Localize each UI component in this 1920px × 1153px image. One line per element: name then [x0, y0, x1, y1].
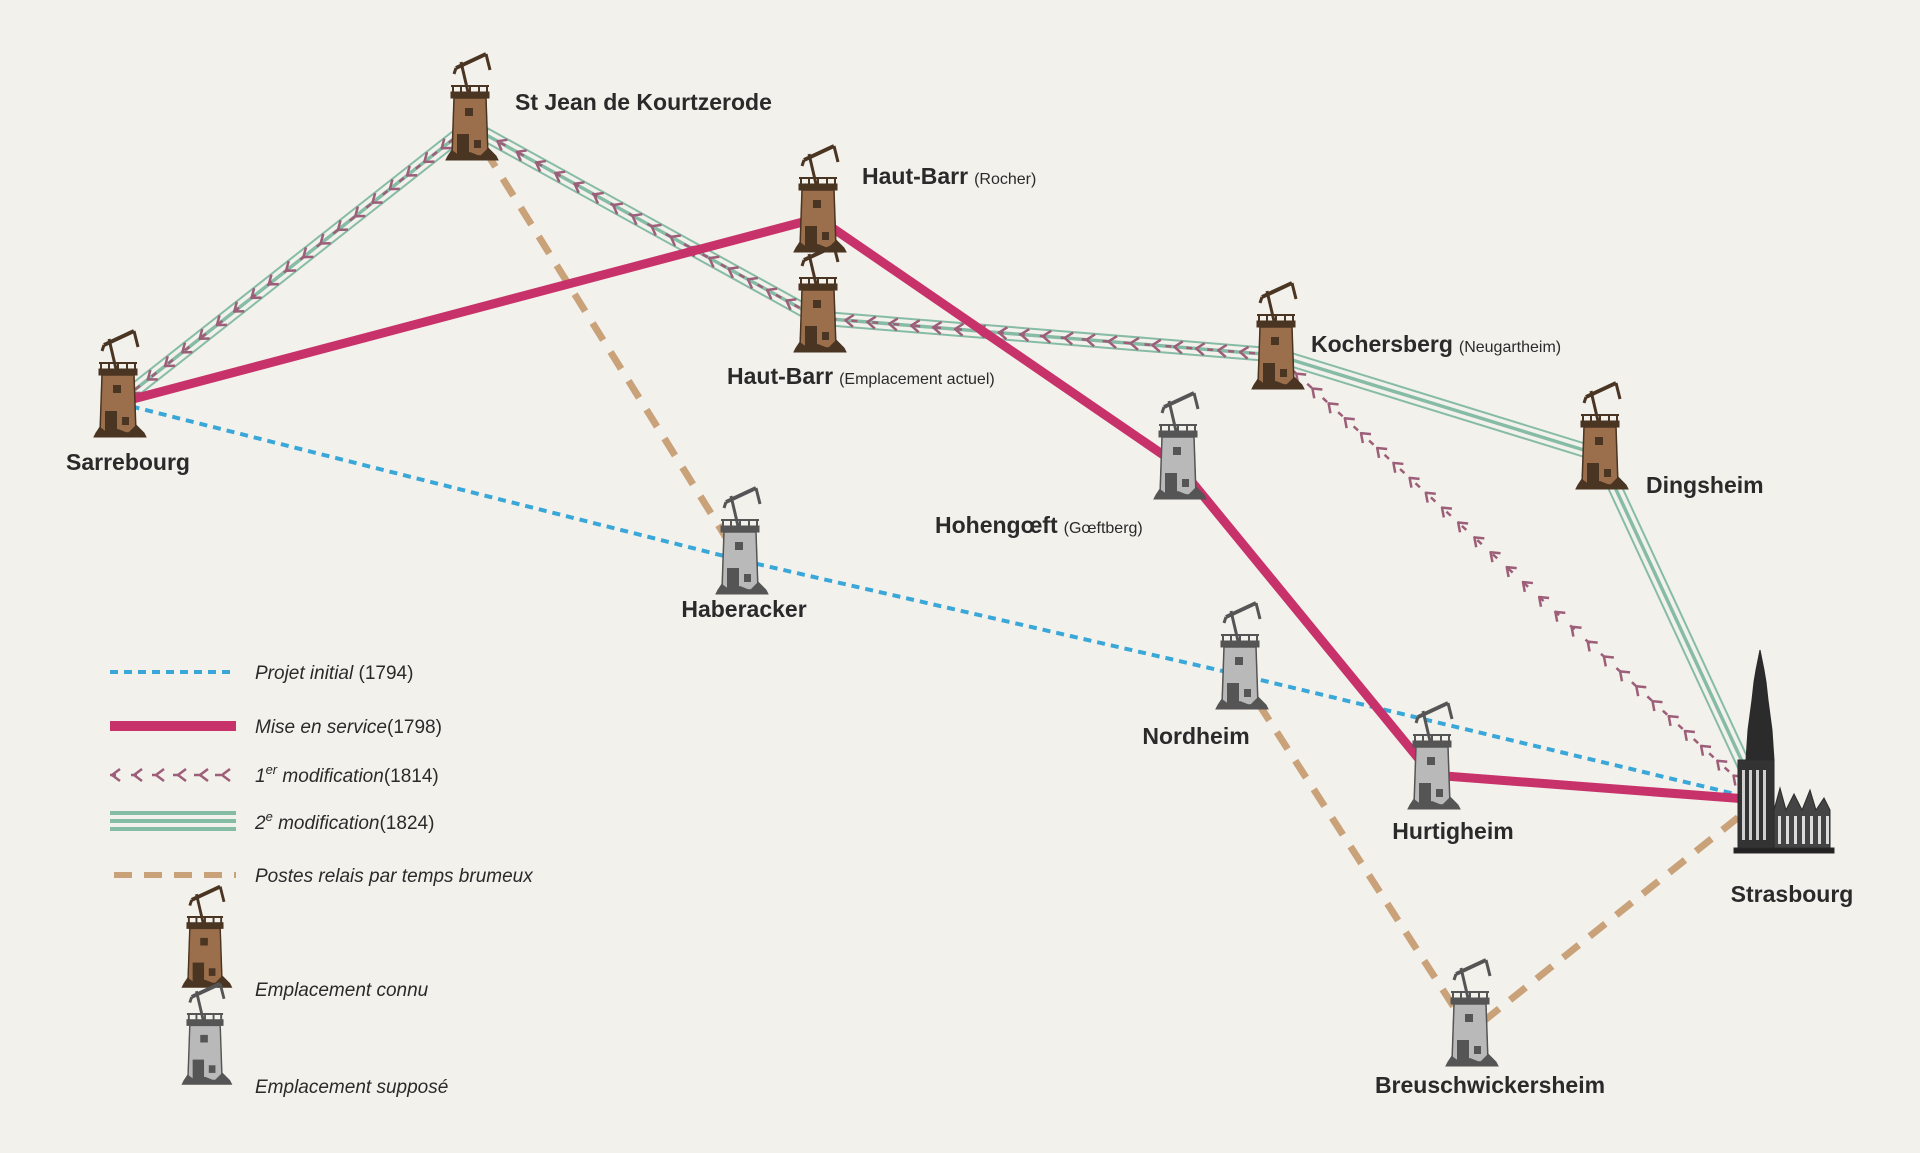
telegraph-tower-icon	[1406, 701, 1462, 811]
legend-sup-modification-1814: er	[266, 762, 278, 777]
telegraph-tower-icon	[792, 144, 848, 254]
cathedral-icon	[1733, 649, 1835, 854]
legend-label-modification-1824: modification	[273, 813, 380, 834]
legend-item-mise-en-service: Mise en service(1798)	[110, 717, 442, 738]
legend-label-modification-1814: modification	[277, 766, 384, 787]
legend-label-emplacement-connu: Emplacement connu	[255, 980, 429, 1001]
station-nordheim	[1214, 601, 1270, 711]
stations-layer	[92, 52, 1835, 1068]
routes-layer	[113, 118, 1767, 1038]
legend-label-projet-initial: Projet initial	[255, 663, 354, 684]
telegraph-tower-icon	[1152, 391, 1208, 501]
svg-text:Projet initial (1794): Projet initial (1794)	[255, 663, 413, 684]
legend-item-emplacement-suppose: Emplacement supposé	[180, 981, 448, 1098]
svg-text:Mise en service(1798): Mise en service(1798)	[255, 717, 442, 738]
svg-text:1er modification(1814): 1er modification(1814)	[255, 762, 439, 787]
legend-item-emplacement-connu: Emplacement connu	[180, 884, 429, 1001]
station-strasbourg	[1733, 649, 1835, 854]
station-breuschwickersheim	[1444, 958, 1500, 1068]
route-postes-relais-1	[115, 120, 743, 562]
legend-label-mise-en-service: Mise en service	[255, 717, 387, 738]
route-projet-initial	[117, 401, 1761, 802]
legend-date-modification-1814: (1814)	[384, 766, 439, 787]
telegraph-tower-icon	[792, 244, 848, 354]
station-sarrebourg	[92, 329, 148, 439]
legend-item-projet-initial: Projet initial (1794)	[110, 663, 413, 684]
telegraph-tower-icon	[1574, 381, 1630, 491]
legend-label-postes-relais: Postes relais par temps brumeux	[255, 866, 534, 887]
station-label-kochersberg: Kochersberg(Neugartheim)	[1311, 331, 1561, 357]
station-stjean	[444, 52, 500, 162]
station-label-haberacker: Haberacker	[681, 596, 806, 622]
legend-date-mise-en-service: (1798)	[387, 717, 442, 738]
station-label-hohengoeft: Hohengœft(Gœftberg)	[935, 512, 1143, 538]
tower-supposed-icon	[180, 981, 234, 1087]
legend-item-postes-relais: Postes relais par temps brumeux	[114, 866, 534, 887]
legend-item-modification-1814: 1er modification(1814)	[109, 762, 439, 787]
telegraph-tower-icon	[1444, 958, 1500, 1068]
route-mise-en-service	[116, 213, 1761, 805]
station-hautbarr-rocher	[792, 144, 848, 254]
tower-known-icon	[180, 884, 234, 990]
station-dingsheim	[1574, 381, 1630, 491]
station-label-hurtigheim: Hurtigheim	[1392, 818, 1513, 844]
station-label-strasbourg: Strasbourg	[1731, 881, 1854, 907]
legend-label-emplacement-suppose: Emplacement supposé	[255, 1077, 448, 1098]
legend-prefix-modification-1814: 1	[255, 766, 266, 787]
station-label-hautbarr-rocher: Haut-Barr(Rocher)	[862, 163, 1036, 189]
station-label-hautbarr-actuel: Haut-Barr(Emplacement actuel)	[727, 363, 995, 389]
telegraph-tower-icon	[92, 329, 148, 439]
station-hurtigheim	[1406, 701, 1462, 811]
station-label-dingsheim: Dingsheim	[1646, 472, 1764, 498]
svg-text:2e modification(1824): 2e modification(1824)	[254, 809, 434, 834]
telegraph-tower-icon	[1214, 601, 1270, 711]
station-label-stjean: St Jean de Kourtzerode	[515, 89, 772, 115]
legend-swatch-modification-1824	[110, 811, 236, 831]
legend-item-modification-1824: 2e modification(1824)	[110, 809, 434, 834]
station-label-breuschwickersheim: Breuschwickersheim	[1375, 1072, 1605, 1098]
station-haberacker	[714, 486, 770, 596]
legend-date-modification-1824: (1824)	[379, 813, 434, 834]
route-modification-1824	[113, 118, 1767, 804]
station-hautbarr-actuel	[792, 244, 848, 354]
legend-prefix-modification-1824: 2	[254, 813, 266, 834]
telegraph-tower-icon	[1250, 281, 1306, 391]
station-hohengoeft	[1152, 391, 1208, 501]
legend-sup-modification-1824: e	[266, 809, 273, 824]
legend-date-projet-initial: (1794)	[359, 663, 414, 684]
route-modification-1814	[117, 124, 1761, 801]
telegraph-tower-icon	[444, 52, 500, 162]
labels-layer: Sarrebourg St Jean de KourtzerodeHaut-Bar…	[66, 89, 1853, 1098]
legend: Projet initial (1794) Mise en service(17…	[109, 663, 534, 1098]
station-label-sarrebourg: Sarrebourg	[66, 449, 190, 475]
legend-swatch-modification-1814	[109, 768, 232, 782]
station-kochersberg	[1250, 281, 1306, 391]
telegraph-tower-icon	[714, 486, 770, 596]
station-label-nordheim: Nordheim	[1142, 723, 1249, 749]
